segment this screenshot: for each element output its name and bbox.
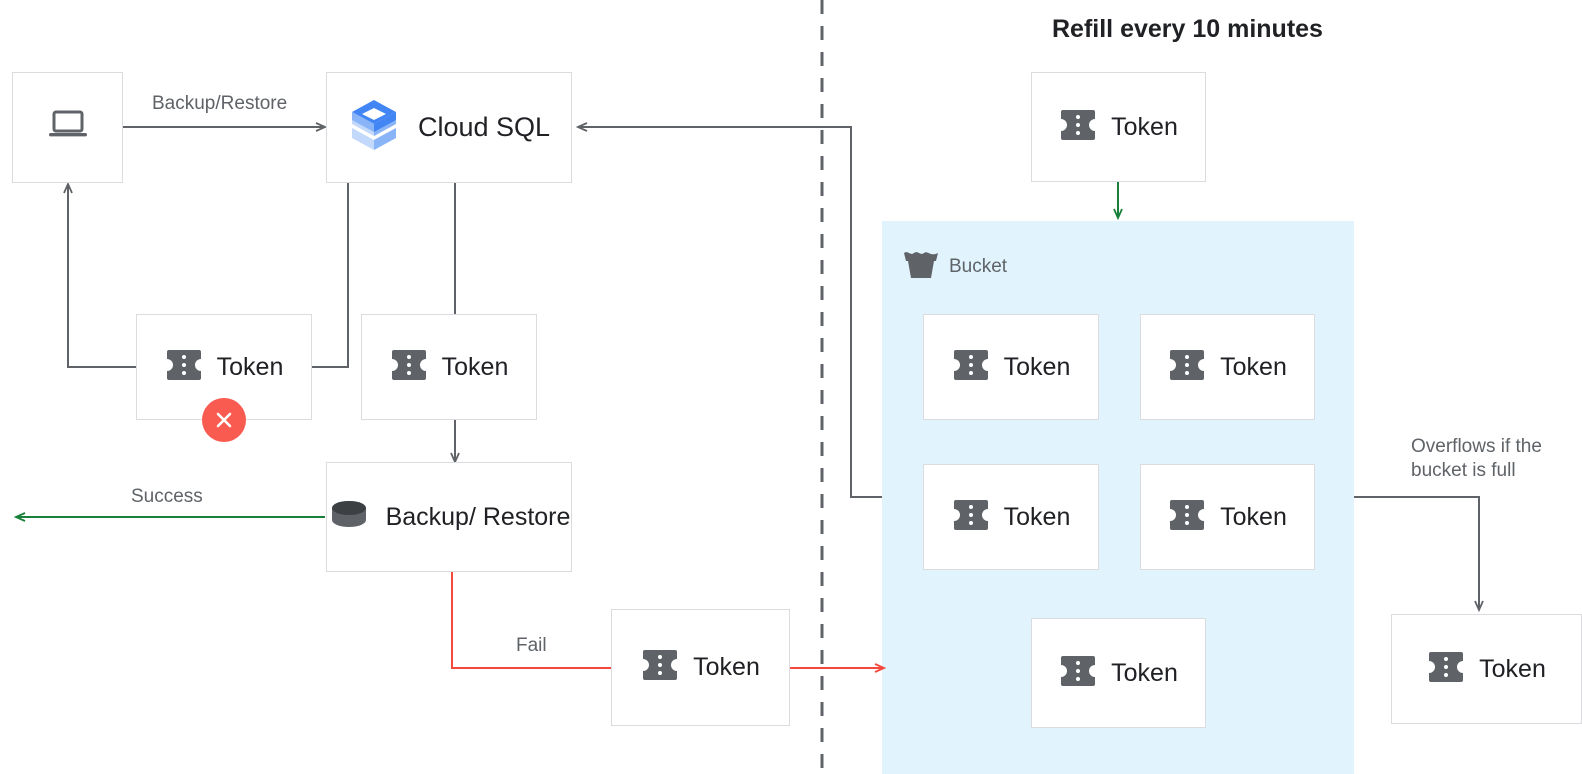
token-icon bbox=[1059, 654, 1097, 693]
token-fail-node[interactable]: Token bbox=[611, 609, 790, 726]
bucket-token-node[interactable]: Token bbox=[923, 314, 1099, 420]
laptop-icon bbox=[48, 108, 88, 147]
client-node[interactable] bbox=[12, 72, 123, 183]
bucket-header: Bucket bbox=[903, 248, 1007, 285]
bucket-token-node[interactable]: Token bbox=[1140, 314, 1315, 420]
token-icon bbox=[165, 348, 203, 387]
edge-bucket-overflow bbox=[1354, 496, 1479, 610]
token-icon bbox=[390, 348, 428, 387]
token-icon bbox=[641, 648, 679, 687]
edge-label-fail: Fail bbox=[516, 635, 547, 656]
token-label: Token bbox=[1479, 654, 1546, 683]
token-label: Token bbox=[1220, 352, 1287, 381]
token-icon bbox=[1168, 498, 1206, 537]
token-icon bbox=[1427, 650, 1465, 689]
token-mid-node[interactable]: Token bbox=[361, 314, 537, 420]
cloud-sql-label: Cloud SQL bbox=[417, 111, 551, 142]
backup-restore-label: Backup/ Restore bbox=[385, 502, 571, 531]
token-label: Token bbox=[1003, 352, 1071, 381]
cloud-sql-node[interactable]: Cloud SQL bbox=[326, 72, 572, 183]
cloud-sql-icon bbox=[348, 96, 400, 159]
close-icon bbox=[216, 412, 232, 428]
token-icon bbox=[952, 348, 990, 387]
status-badge-error bbox=[202, 398, 246, 442]
bucket-token-node[interactable]: Token bbox=[1031, 618, 1206, 728]
bucket-icon bbox=[903, 248, 939, 285]
token-label: Token bbox=[1003, 502, 1071, 531]
token-icon bbox=[1059, 108, 1097, 147]
token-refill-node[interactable]: Token bbox=[1031, 72, 1206, 182]
edge-cloudsql-to-tokenleft bbox=[312, 182, 349, 368]
database-icon bbox=[328, 498, 370, 537]
edge-label-backup-restore: Backup/Restore bbox=[152, 93, 288, 114]
backup-restore-node[interactable]: Backup/ Restore bbox=[326, 462, 572, 572]
token-label: Token bbox=[1111, 112, 1178, 141]
edge-tokenleft-to-client bbox=[68, 184, 136, 368]
edge-label-overflow: Overflows if the bucket is full bbox=[1411, 436, 1542, 481]
token-label: Token bbox=[1220, 502, 1287, 531]
edge-bucket-to-cloudsql bbox=[578, 127, 882, 498]
token-icon bbox=[1168, 348, 1206, 387]
token-overflow-node[interactable]: Token bbox=[1391, 614, 1582, 724]
token-label: Token bbox=[216, 352, 284, 381]
bucket-label: Bucket bbox=[949, 255, 1008, 277]
page-title: Refill every 10 minutes bbox=[1052, 15, 1323, 43]
bucket-token-node[interactable]: Token bbox=[1140, 464, 1315, 570]
token-label: Token bbox=[441, 352, 509, 381]
bucket-token-node[interactable]: Token bbox=[923, 464, 1099, 570]
token-icon bbox=[952, 498, 990, 537]
token-label: Token bbox=[1111, 658, 1178, 687]
edge-label-success: Success bbox=[131, 486, 203, 507]
token-label: Token bbox=[693, 653, 760, 682]
